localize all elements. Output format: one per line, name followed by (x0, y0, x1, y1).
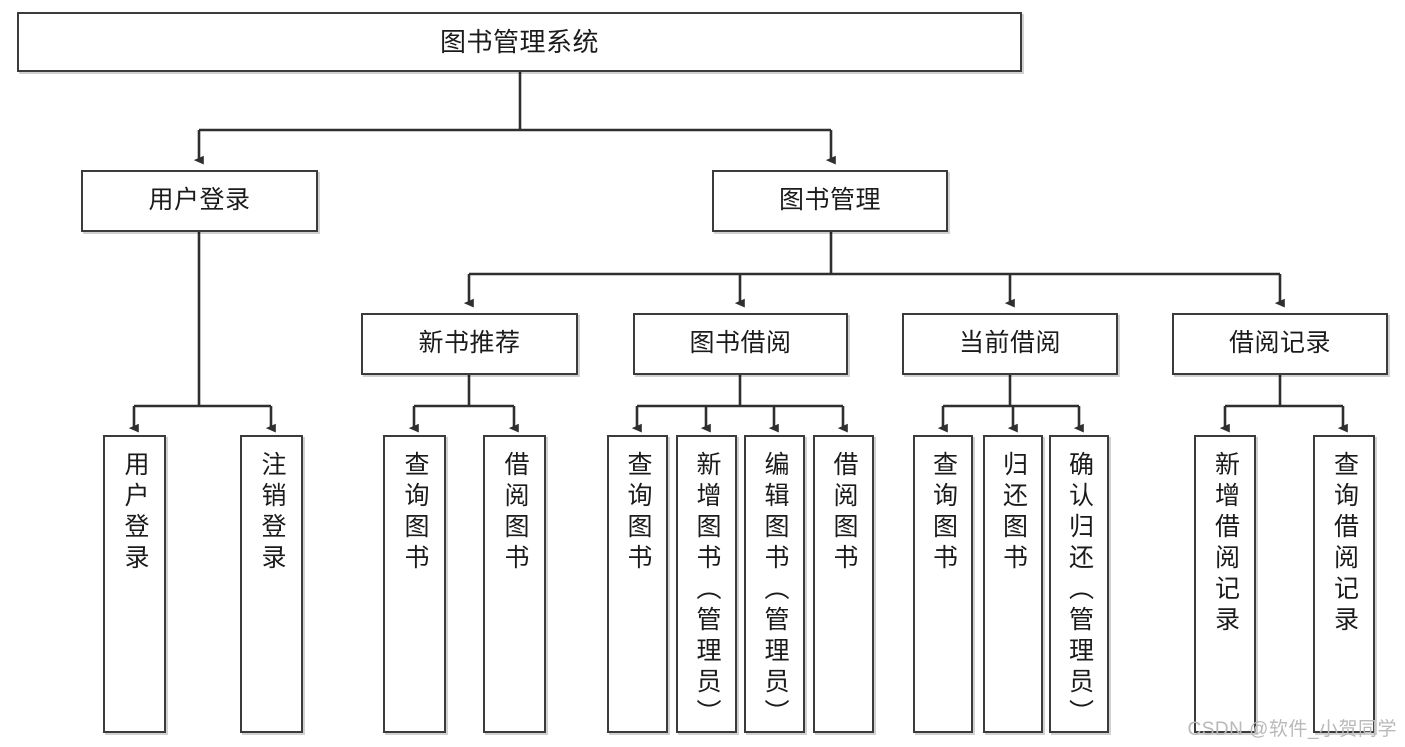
node-leaf-borrow-book[interactable]: 借阅图书 (813, 435, 874, 733)
node-borrow-record[interactable]: 借阅记录 (1172, 313, 1388, 375)
node-label: 图书管理系统 (439, 26, 599, 57)
node-leaf-add-borrow-record[interactable]: 新增借阅记录 (1194, 435, 1256, 733)
node-label: 查询借阅记录 (1330, 451, 1359, 637)
node-book-management[interactable]: 图书管理 (712, 170, 948, 232)
node-leaf-query-book-current[interactable]: 查询图书 (913, 435, 973, 733)
node-label: 新书推荐 (418, 329, 521, 358)
node-label: 借阅图书 (501, 451, 529, 575)
node-label: 查询图书 (401, 451, 429, 575)
node-label: 归还图书 (999, 451, 1028, 575)
node-leaf-borrow-book-recommend[interactable]: 借阅图书 (483, 435, 546, 733)
node-leaf-query-book-borrow[interactable]: 查询图书 (607, 435, 668, 733)
node-label: 确认归还（管理员） (1065, 451, 1094, 730)
node-leaf-logout[interactable]: 注销登录 (240, 435, 303, 733)
node-label: 图书管理 (778, 186, 881, 215)
node-new-book-recommend[interactable]: 新书推荐 (361, 313, 578, 375)
node-leaf-query-book-recommend[interactable]: 查询图书 (383, 435, 446, 733)
node-label: 新增借阅记录 (1211, 451, 1240, 637)
node-label: 图书借阅 (689, 329, 792, 358)
node-label: 查询图书 (624, 451, 652, 575)
node-leaf-edit-book-admin[interactable]: 编辑图书（管理员） (744, 435, 805, 733)
node-label: 编辑图书（管理员） (761, 451, 789, 730)
node-leaf-add-book-admin[interactable]: 新增图书（管理员） (676, 435, 737, 733)
node-label: 用户登录 (121, 451, 149, 575)
node-root-book-management-system[interactable]: 图书管理系统 (17, 12, 1022, 72)
node-label: 新增图书（管理员） (693, 451, 721, 730)
node-label: 当前借阅 (958, 329, 1061, 358)
node-book-borrow[interactable]: 图书借阅 (633, 313, 848, 375)
node-leaf-return-book[interactable]: 归还图书 (983, 435, 1043, 733)
node-user-login[interactable]: 用户登录 (81, 170, 318, 232)
node-label: 借阅记录 (1228, 329, 1331, 358)
node-current-borrow[interactable]: 当前借阅 (902, 313, 1118, 375)
node-leaf-query-borrow-record[interactable]: 查询借阅记录 (1313, 435, 1375, 733)
node-label: 注销登录 (258, 451, 286, 575)
node-label: 用户登录 (148, 186, 251, 215)
node-leaf-user-login[interactable]: 用户登录 (103, 435, 166, 733)
node-label: 查询图书 (929, 451, 958, 575)
node-leaf-confirm-return-admin[interactable]: 确认归还（管理员） (1049, 435, 1109, 733)
watermark-text: CSDN @软件_小贺同学 (1187, 719, 1397, 740)
node-label: 借阅图书 (830, 451, 858, 575)
